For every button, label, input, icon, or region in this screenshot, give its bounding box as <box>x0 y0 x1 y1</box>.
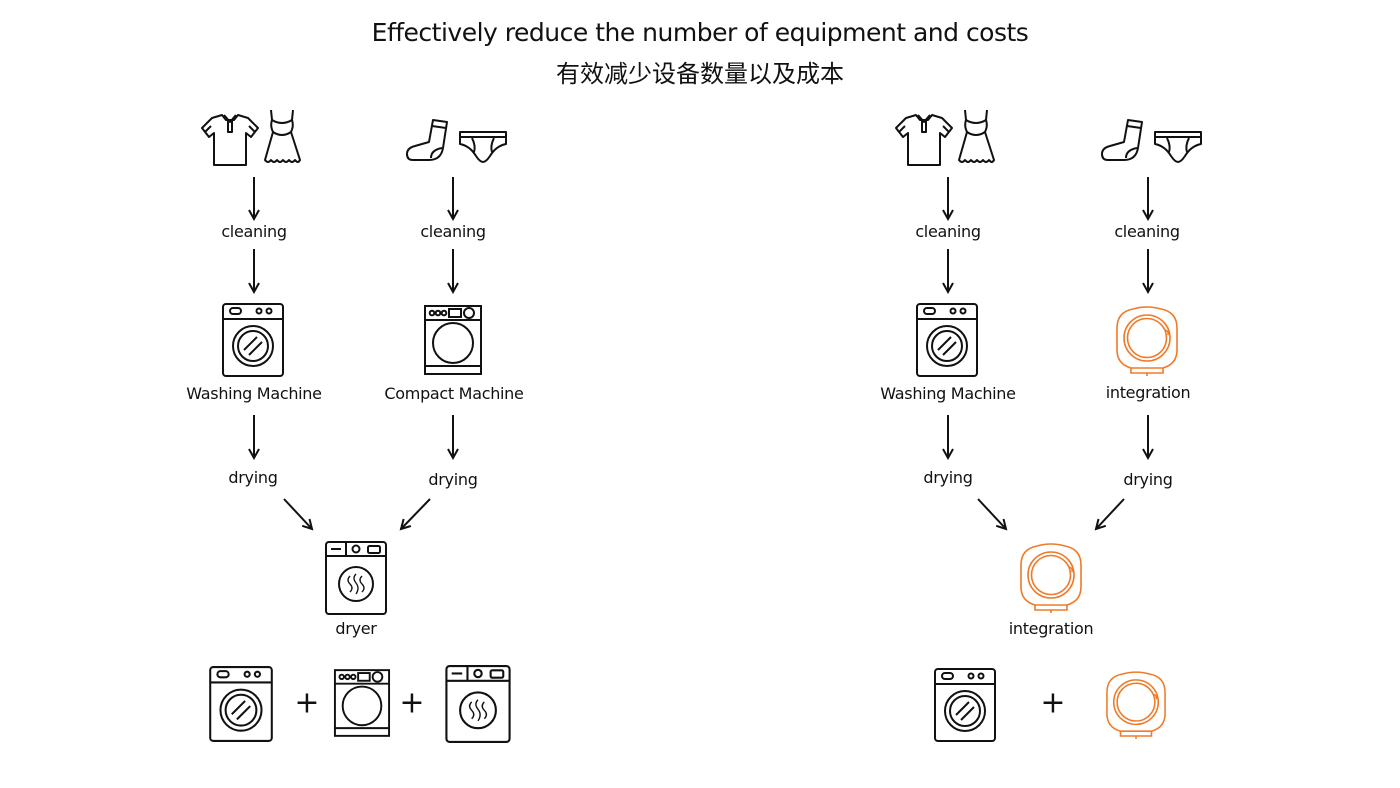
title-chinese: 有效减少设备数量以及成本 <box>556 60 844 88</box>
compact-machine-icon <box>333 668 391 738</box>
plus-sign: + <box>1040 685 1066 721</box>
integration-machine-icon <box>1115 306 1179 378</box>
arrow <box>977 498 1006 529</box>
step-drying-b: drying <box>1123 470 1173 489</box>
step-cleaning-a: cleaning <box>915 222 981 241</box>
machine-label-a: Washing Machine <box>880 384 1016 403</box>
integration-machine-icon <box>1105 671 1167 741</box>
step-drying-a: drying <box>923 468 973 487</box>
step-cleaning-b: cleaning <box>1114 222 1180 241</box>
plus-sign: + <box>294 685 320 721</box>
shirt-icon <box>894 112 954 168</box>
washing-machine-icon <box>915 302 979 378</box>
machine-label-b: integration <box>1105 383 1191 402</box>
dryer-icon <box>324 540 388 616</box>
sock-icon <box>405 118 451 164</box>
plus-sign: + <box>399 685 425 721</box>
washing-machine-icon <box>208 665 274 743</box>
merge-label: integration <box>1008 619 1094 638</box>
washing-machine-icon <box>221 302 285 378</box>
integration-machine-icon <box>1019 543 1083 615</box>
sock-icon <box>1100 118 1146 164</box>
washing-machine-icon <box>933 667 997 743</box>
dress-icon <box>956 108 996 168</box>
dryer-icon <box>444 664 512 744</box>
step-drying-a: drying <box>228 468 278 487</box>
title-english: Effectively reduce the number of equipme… <box>371 18 1029 47</box>
step-cleaning-b: cleaning <box>420 222 486 241</box>
dress-icon <box>262 108 302 168</box>
arrow <box>283 498 312 529</box>
machine-label-b: Compact Machine <box>384 384 524 403</box>
step-drying-b: drying <box>428 470 478 489</box>
underwear-icon <box>458 130 508 164</box>
underwear-icon <box>1153 130 1203 164</box>
step-cleaning-a: cleaning <box>221 222 287 241</box>
compact-machine-icon <box>423 304 483 376</box>
machine-label-a: Washing Machine <box>186 384 322 403</box>
arrow <box>1096 498 1125 529</box>
merge-label: dryer <box>335 619 377 638</box>
shirt-icon <box>200 112 260 168</box>
arrow <box>401 498 431 529</box>
